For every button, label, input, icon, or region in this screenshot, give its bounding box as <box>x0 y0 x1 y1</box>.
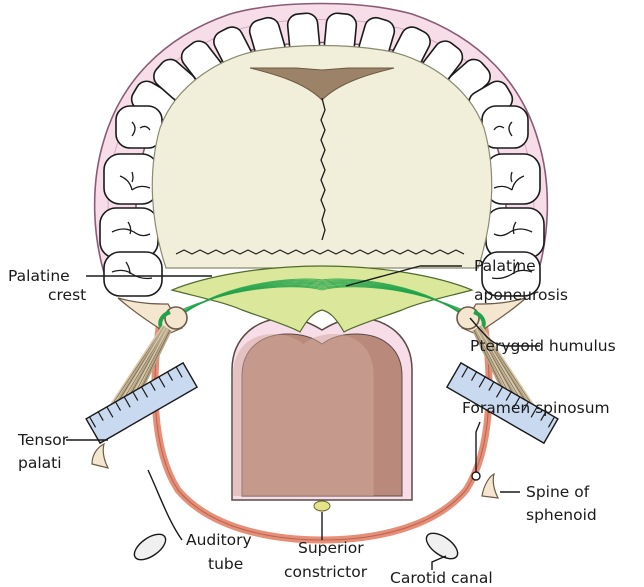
right-spine-of-sphenoid <box>482 474 498 498</box>
palatine-aponeurosis <box>172 266 472 332</box>
label-spine-of-sphenoid-1: Spine of <box>526 483 590 501</box>
label-palatine-aponeurosis-2: aponeurosis <box>474 286 568 304</box>
label-auditory-tube-1: Auditory <box>186 531 252 549</box>
tongue <box>232 318 412 500</box>
label-tensor-palati-1: Tensor <box>17 431 69 449</box>
left-spine-of-sphenoid <box>92 444 108 468</box>
label-pterygoid-humulus: Pterygoid humulus <box>470 337 616 355</box>
label-superior-constrictor-2: constrictor <box>284 563 368 581</box>
molar <box>486 154 540 204</box>
molar <box>116 106 162 148</box>
foramen-spinosum-mark <box>472 472 480 480</box>
left-carotid-canal <box>130 529 170 564</box>
label-palatine-crest-2: crest <box>48 286 86 304</box>
label-palatine-crest-1: Palatine <box>8 267 70 285</box>
label-carotid-canal: Carotid canal <box>390 569 493 587</box>
left-pterygoid-hamulus <box>165 307 187 329</box>
label-superior-constrictor-1: Superior <box>298 539 364 557</box>
raphe-knot <box>314 501 330 511</box>
hard-palate <box>152 46 491 269</box>
label-tensor-palati-2: palati <box>18 454 62 472</box>
molar <box>100 208 158 258</box>
label-palatine-aponeurosis-1: Palatine <box>474 257 536 275</box>
molar <box>486 208 544 258</box>
label-auditory-tube-2: tube <box>208 555 243 573</box>
molar <box>104 154 158 204</box>
label-spine-of-sphenoid-2: sphenoid <box>526 506 597 524</box>
left-lateral <box>86 298 197 565</box>
label-foramen-spinosum: Foramen spinosum <box>462 399 610 417</box>
molar <box>482 106 528 148</box>
